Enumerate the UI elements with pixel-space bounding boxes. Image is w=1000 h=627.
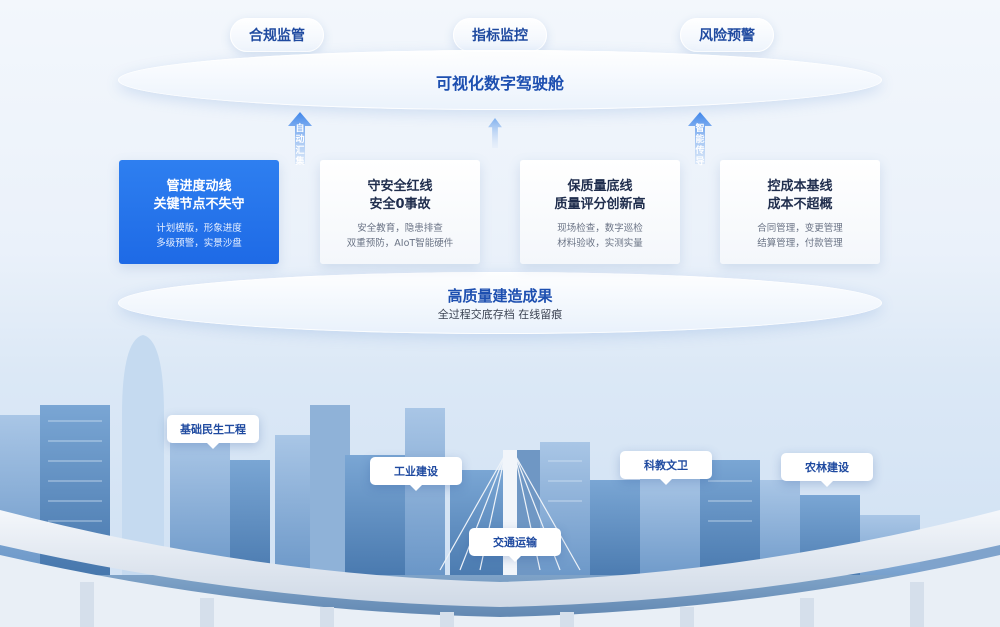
tag-agriculture: 农林建设 bbox=[781, 453, 873, 487]
card-title: 成本不超概 bbox=[767, 197, 833, 212]
card-title: 管进度动线 bbox=[166, 179, 232, 194]
card-desc: 计划模版，形象进度多级预警，实景沙盘 bbox=[156, 223, 242, 249]
card-cost[interactable]: 控成本基线 成本不超概 合同管理，变更管理结算管理，付款管理 bbox=[720, 160, 880, 264]
card-title: 质量评分创新高 bbox=[554, 197, 646, 212]
card-title: 控成本基线 bbox=[767, 179, 833, 194]
arrow-right-icon bbox=[688, 112, 712, 164]
tag-livelihood: 基础民生工程 bbox=[167, 415, 259, 449]
tag-education: 科教文卫 bbox=[620, 451, 712, 485]
tag-industry: 工业建设 bbox=[370, 457, 462, 491]
card-schedule[interactable]: 管进度动线 关键节点不失守 计划模版，形象进度多级预警，实景沙盘 bbox=[119, 160, 279, 264]
card-title: 安全0事故 bbox=[369, 197, 431, 212]
card-safety[interactable]: 守安全红线 安全0事故 安全教育，隐患排查双重预防，AIoT智能硬件 bbox=[320, 160, 480, 264]
pill-compliance: 合规监管 bbox=[230, 18, 324, 52]
card-title: 保质量底线 bbox=[567, 179, 633, 194]
pill-indicator: 指标监控 bbox=[453, 18, 547, 52]
pill-risk: 风险预警 bbox=[680, 18, 774, 52]
card-desc: 现场检查，数字巡检材料验收，实测实量 bbox=[557, 223, 643, 249]
result-title: 高质量建造成果 bbox=[447, 287, 553, 305]
tag-transport: 交通运输 bbox=[469, 528, 561, 562]
cockpit-title: 可视化数字驾驶舱 bbox=[435, 74, 564, 93]
result-ellipse bbox=[118, 272, 882, 334]
card-desc: 合同管理，变更管理结算管理，付款管理 bbox=[757, 223, 843, 249]
result-subtitle: 全过程交底存档 在线留痕 bbox=[437, 308, 563, 321]
card-desc: 安全教育，隐患排查双重预防，AIoT智能硬件 bbox=[346, 223, 454, 249]
card-quality[interactable]: 保质量底线 质量评分创新高 现场检查，数字巡检材料验收，实测实量 bbox=[520, 160, 680, 264]
card-title: 守安全红线 bbox=[367, 179, 433, 194]
arrow-left-label: 自动汇集 bbox=[295, 124, 305, 167]
arrow-right-label: 智能传导 bbox=[695, 124, 705, 167]
arrow-center-icon bbox=[487, 118, 503, 148]
arrow-left-icon bbox=[288, 112, 312, 164]
card-title: 关键节点不失守 bbox=[153, 197, 245, 212]
cockpit-ellipse bbox=[118, 50, 882, 110]
